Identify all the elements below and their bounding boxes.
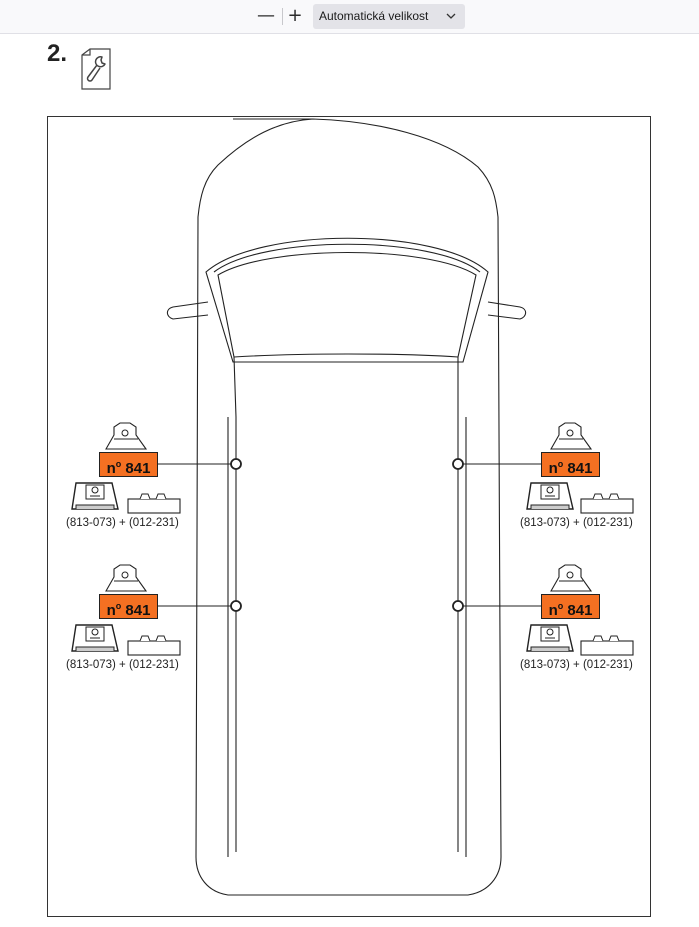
- windshield: [217, 252, 477, 358]
- mount-point-rear-left: [230, 600, 242, 612]
- mount-point-front-right: [452, 458, 464, 470]
- clip-icon: [127, 493, 181, 514]
- zoom-select-value: Automatická velikost: [319, 9, 429, 23]
- wrench-document-icon: [81, 48, 111, 90]
- parts-text-front-left: (813-073) + (012-231): [66, 517, 179, 529]
- mount-point-front-left: [230, 458, 242, 470]
- toolbar-separator: [282, 8, 283, 25]
- car-body-outline: [195, 118, 502, 896]
- foot-pad-icon: [526, 482, 574, 510]
- zoom-select[interactable]: Automatická velikost: [313, 4, 465, 29]
- kit-label-front-right: no 841: [541, 452, 600, 477]
- kit-label-rear-left: no 841: [99, 594, 158, 619]
- mounting-diagram: no 841 no 841 no 841 no 841 (813-073) + …: [47, 116, 651, 917]
- foot-top-icon: [550, 564, 592, 592]
- parts-text-rear-right: (813-073) + (012-231): [520, 659, 633, 671]
- clip-icon: [580, 493, 634, 514]
- foot-pad-icon: [71, 482, 119, 510]
- foot-top-icon: [105, 564, 147, 592]
- zoom-in-button[interactable]: +: [287, 5, 303, 26]
- foot-top-icon: [550, 422, 592, 450]
- kit-label-rear-right: no 841: [541, 594, 600, 619]
- foot-pad-icon: [526, 624, 574, 652]
- chevron-down-icon: [446, 13, 456, 19]
- foot-pad-icon: [71, 624, 119, 652]
- mirror-right: [487, 301, 527, 320]
- mount-point-rear-right: [452, 600, 464, 612]
- pdf-toolbar: — + Automatická velikost: [0, 0, 699, 34]
- car-top-view: [71, 118, 634, 896]
- kit-label-front-left: no 841: [99, 452, 158, 477]
- zoom-out-button[interactable]: —: [257, 5, 275, 26]
- clip-icon: [127, 635, 181, 656]
- step-number: 2.: [47, 40, 68, 67]
- roof-rail-left: [233, 356, 237, 852]
- foot-top-icon: [105, 422, 147, 450]
- parts-text-front-right: (813-073) + (012-231): [520, 517, 633, 529]
- mirror-left: [166, 301, 209, 320]
- parts-text-rear-left: (813-073) + (012-231): [66, 659, 179, 671]
- windshield-frame: [205, 237, 489, 363]
- clip-icon: [580, 635, 634, 656]
